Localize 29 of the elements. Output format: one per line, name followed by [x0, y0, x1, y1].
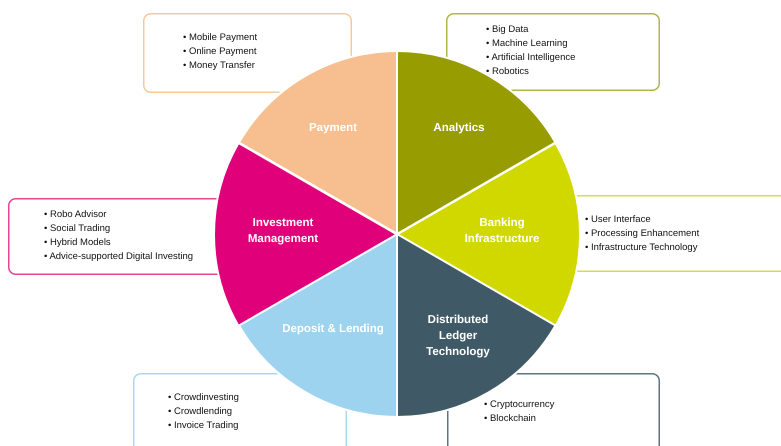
list-item: • Crowdinvesting [168, 391, 239, 405]
list-item: • Social Trading [44, 222, 112, 236]
list-item: • Advice-supported Digital Investing [44, 250, 194, 264]
list-item: • Robo Advisor [44, 208, 108, 222]
list-item: • Invoice Trading [168, 419, 239, 433]
list-card [446, 13, 660, 91]
list-item: • Crowdlending [168, 405, 234, 419]
list-item: • Blockchain [484, 412, 537, 426]
list-item: • Processing Enhancement [585, 227, 700, 241]
list-card [447, 373, 660, 446]
list-item: • Artificial Intelligence [486, 51, 576, 65]
list-item: • Cryptocurrency [484, 398, 554, 412]
slice-label: Payment [308, 121, 358, 136]
list-item: • Robotics [486, 65, 530, 79]
slice-label: Deposit & Lending [281, 322, 385, 337]
slice-label: Investment Management [246, 216, 320, 247]
list-item: • Online Payment [183, 45, 258, 59]
list-item: • Big Data [486, 23, 530, 37]
list-card [143, 13, 352, 93]
list-item: • User Interface [585, 213, 652, 227]
list-card [133, 373, 347, 446]
list-item: • Mobile Payment [183, 31, 258, 45]
list-item: • Machine Learning [486, 37, 568, 51]
list-item: • Infrastructure Technology [585, 241, 698, 255]
list-item: • Money Transfer [183, 59, 256, 73]
slice-label: Analytics [432, 121, 486, 136]
slice-label: Banking Infrastructure [464, 216, 540, 247]
slice-label: Distributed Ledger Technology [425, 313, 491, 360]
list-item: • Hybrid Models [44, 236, 112, 250]
